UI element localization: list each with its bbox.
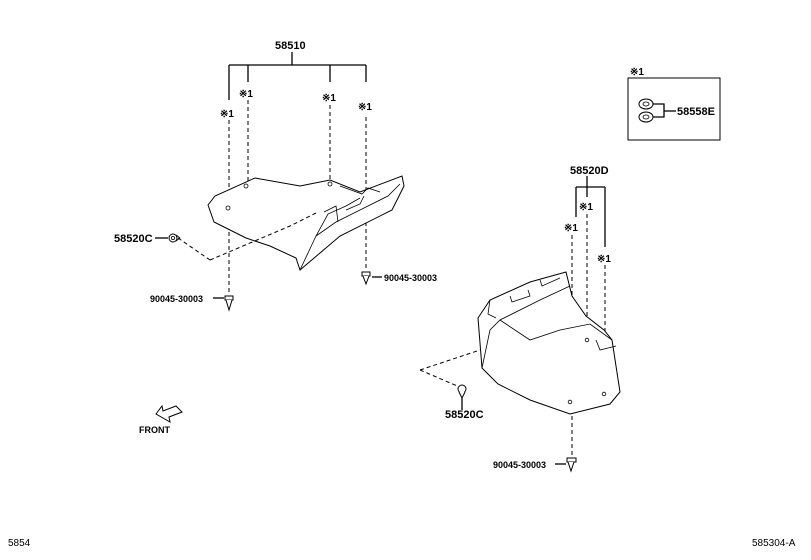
label-58520c-right: 58520C [445,409,484,421]
right-undercover-assembly [419,176,621,458]
bolt-right [555,457,577,473]
left-undercover-assembly [155,52,405,295]
bolt-left [213,295,234,312]
label-58520c-left: 58520C [114,233,153,245]
footer-right-code: 585304-A [752,538,796,549]
footer-left-code: 5854 [8,538,31,549]
clip-58520c-right [457,384,467,400]
legend-box [627,77,721,141]
front-label: FRONT [139,425,170,435]
clip-58520c-left [168,233,181,243]
note-mark-2: ※1 [322,93,336,104]
front-arrow-icon [155,404,183,423]
note-mark-5: ※1 [579,202,593,213]
legend-note-mark: ※1 [630,67,644,78]
undercover-58510-shape [207,175,405,271]
label-58520d: 58520D [570,165,609,177]
label-58510: 58510 [275,40,306,52]
note-mark-6: ※1 [564,223,578,234]
note-mark-1: ※1 [239,89,253,100]
label-bolt-left: 90045-30003 [150,294,203,304]
label-bolt-right: 90045-30003 [493,460,546,470]
note-mark-4: ※1 [220,109,234,120]
bolt-mid [361,271,382,286]
note-mark-3: ※1 [358,102,372,113]
note-mark-7: ※1 [597,254,611,265]
label-58558e: 58558E [677,106,715,118]
label-bolt-mid: 90045-30003 [384,273,437,283]
undercover-58520d-shape [477,271,621,415]
